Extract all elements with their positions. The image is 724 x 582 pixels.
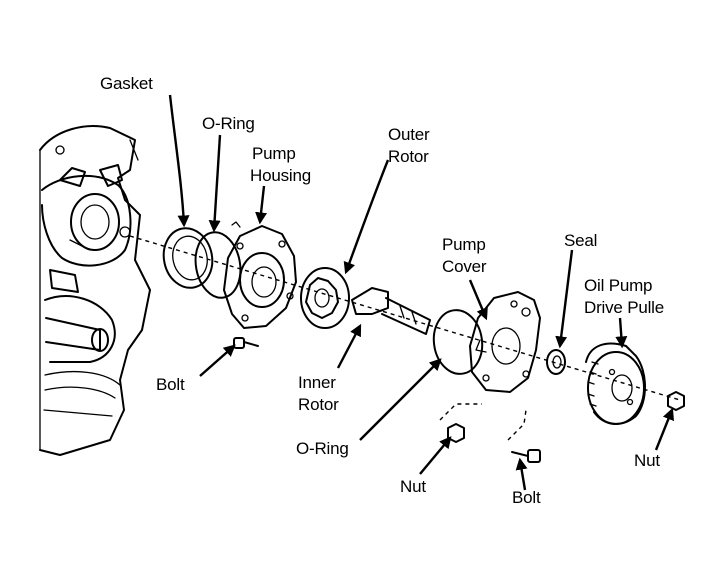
drive-pulley-part — [585, 342, 646, 425]
bolt-bottom-part — [507, 409, 541, 463]
label-inner-rotor: Inner Rotor — [298, 373, 339, 414]
bolt-left-part — [233, 337, 259, 349]
leader-seal — [555, 249, 574, 349]
label-gasket: Gasket — [100, 74, 153, 93]
leader-gasket — [168, 94, 190, 228]
leader-lines — [168, 94, 675, 491]
leader-pump-cover — [468, 279, 488, 321]
label-oil-pump-drive-pulley: Oil Pump Drive Pulle — [584, 276, 664, 317]
seal-part — [546, 349, 566, 375]
leader-o-ring-bottom — [359, 358, 442, 441]
label-bolt-bottom: Bolt — [512, 488, 541, 507]
leader-inner-rotor — [336, 323, 362, 369]
leader-o-ring-top — [208, 134, 222, 233]
label-nut-right: Nut — [634, 451, 660, 470]
gasket-part — [162, 227, 214, 289]
label-o-ring-top: O-Ring — [202, 114, 255, 133]
leader-nut-right — [654, 407, 675, 451]
o-ring-top-part — [194, 231, 242, 299]
label-seal: Seal — [564, 231, 598, 250]
outer-rotor-part — [300, 267, 350, 329]
leader-pulley — [615, 317, 628, 349]
label-pump-housing: Pump Housing — [250, 144, 311, 185]
label-o-ring-bottom: O-Ring — [296, 439, 349, 458]
label-pump-cover: Pump Cover — [442, 235, 487, 276]
inner-rotor-part — [351, 287, 431, 335]
pump-housing-part — [223, 221, 297, 329]
leader-bolt-left — [199, 344, 236, 377]
label-outer-rotor: Outer Rotor — [388, 125, 430, 166]
label-bolt-left: Bolt — [156, 375, 185, 394]
leader-nut-bottom — [419, 436, 452, 475]
nut-right-part — [667, 391, 685, 411]
label-nut-bottom: Nut — [400, 477, 426, 496]
engine-block — [39, 125, 151, 456]
nut-bottom-part — [439, 403, 482, 443]
leader-bolt-bottom — [515, 457, 528, 491]
o-ring-bottom-part — [432, 309, 484, 375]
leader-outer-rotor — [343, 159, 390, 275]
leader-pump-housing — [255, 185, 268, 225]
pump-cover-part — [469, 291, 541, 393]
